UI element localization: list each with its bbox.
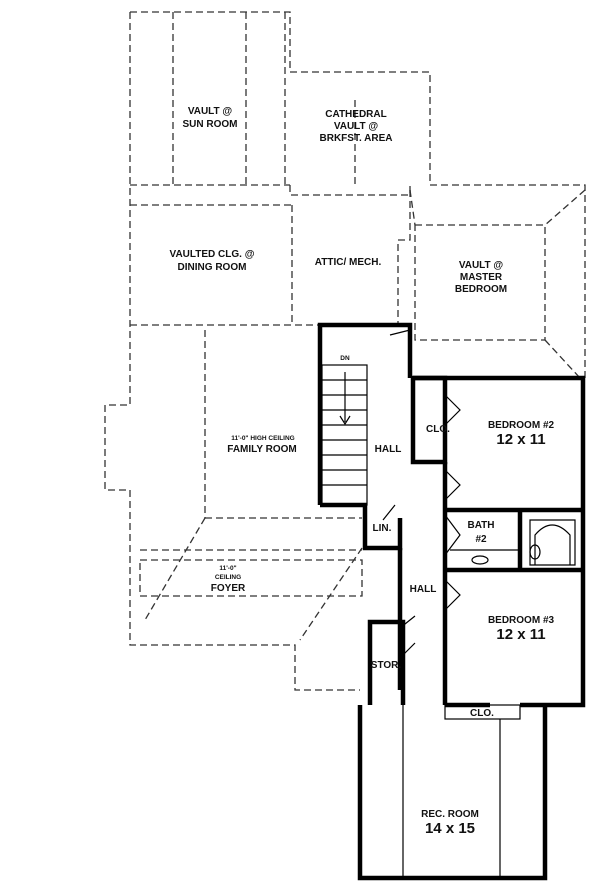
bedroom-2-label: BEDROOM #2 xyxy=(488,420,555,431)
stair-treads xyxy=(322,379,367,486)
bedroom-3-size: 12 x 11 xyxy=(496,626,545,643)
bedroom-3-label: BEDROOM #3 xyxy=(488,615,555,626)
sun-room-label-2: SUN ROOM xyxy=(183,119,238,130)
storage-label: STOR. xyxy=(371,660,402,671)
linen-label: LIN. xyxy=(373,523,392,534)
rec-room-size: 14 x 15 xyxy=(425,820,475,837)
foyer-note-2: CEILING xyxy=(215,574,241,581)
dining-label-1: VAULTED CLG. @ xyxy=(170,249,255,260)
master-label-3: BEDROOM xyxy=(455,284,507,295)
bath-2-label-2: #2 xyxy=(475,534,487,545)
rec-room-label: REC. ROOM xyxy=(421,809,479,820)
room-labels: VAULT @ SUN ROOM CATHEDRAL VAULT @ BRKFS… xyxy=(170,106,555,837)
family-label: FAMILY ROOM xyxy=(227,444,296,455)
stairs-down-label: DN xyxy=(340,355,350,362)
walls xyxy=(317,322,586,881)
master-label-2: MASTER xyxy=(460,272,503,283)
breakfast-label-3: BRKFST. AREA xyxy=(320,133,393,144)
hall-lower-label: HALL xyxy=(410,584,437,595)
foyer-note-1: 11'-0" xyxy=(219,565,236,572)
dashed-outlines xyxy=(104,11,586,691)
sun-room-label-1: VAULT @ xyxy=(188,106,233,117)
closet-2-label: CLO. xyxy=(470,708,494,719)
master-label-1: VAULT @ xyxy=(459,260,504,271)
bedroom-2-size: 12 x 11 xyxy=(496,431,545,448)
dining-label-2: DINING ROOM xyxy=(178,262,247,273)
breakfast-label-2: VAULT @ xyxy=(334,121,379,132)
bath-2-label-1: BATH xyxy=(467,520,494,531)
hall-upper-label: HALL xyxy=(375,444,402,455)
family-note: 11'-0" HIGH CEILING xyxy=(231,435,295,442)
attic-label: ATTIC/ MECH. xyxy=(315,257,382,268)
breakfast-label-1: CATHEDRAL xyxy=(325,109,386,120)
closet-1-label: CLO. xyxy=(426,424,450,435)
foyer-label: FOYER xyxy=(211,583,246,594)
